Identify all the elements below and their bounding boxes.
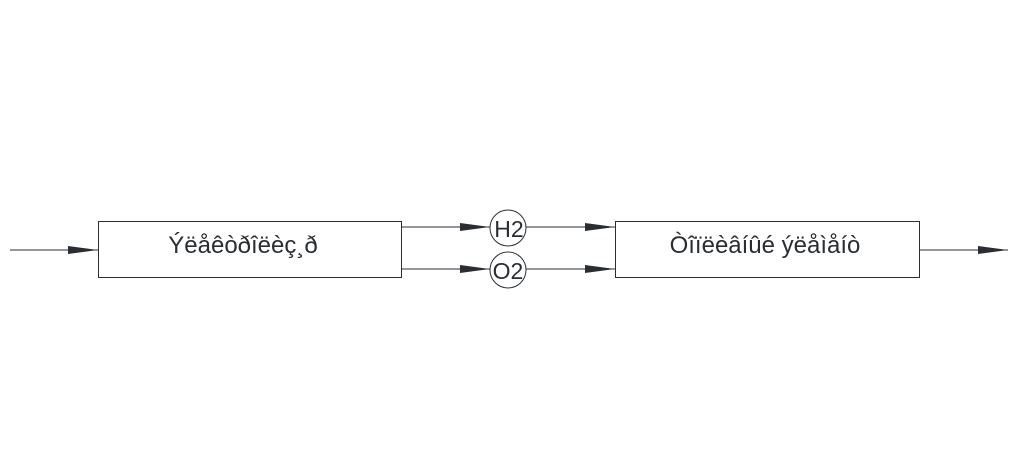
h2-node — [489, 209, 527, 247]
fuel-cell-label: Òîïëèâíûé ýëåìåíò — [670, 232, 861, 259]
o2-node — [489, 251, 527, 289]
h2-label: H2 — [494, 216, 523, 242]
electrolyzer-block — [98, 221, 402, 278]
electrolyzer-label: Ýëåêòðîëèç¸ð — [168, 232, 317, 259]
o2-label: O2 — [493, 258, 524, 284]
fuel-cell-block — [615, 221, 920, 278]
